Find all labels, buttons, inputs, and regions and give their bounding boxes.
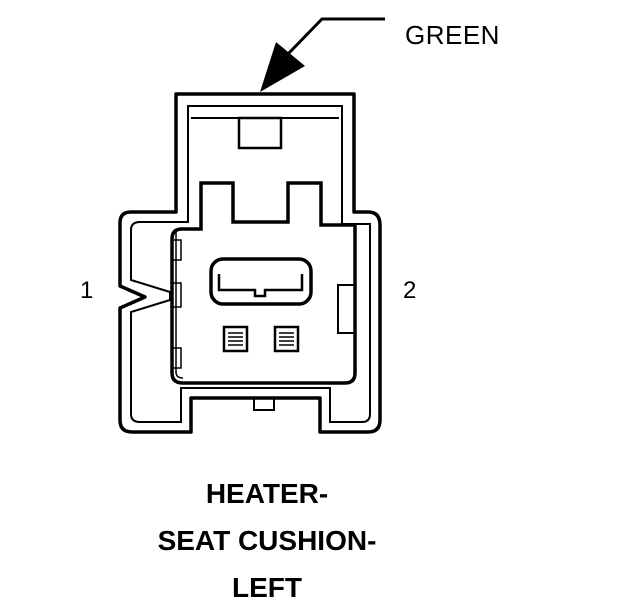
terminal-block xyxy=(170,181,357,385)
pin-number-2: 2 xyxy=(403,277,417,304)
title-line-1: HEATER- xyxy=(205,478,329,509)
pin1-side-tab xyxy=(171,282,182,308)
top-latch xyxy=(237,116,283,150)
bottom-key-tab xyxy=(253,397,275,411)
terminal-cavity-1 xyxy=(222,325,249,353)
title-line-2: SEAT CUSHION- xyxy=(157,525,377,556)
terminal-cavity-2 xyxy=(273,325,300,353)
pin2-side-tab xyxy=(337,284,356,334)
connector-housing-outer xyxy=(118,92,382,434)
color-callout-arrow xyxy=(260,17,385,92)
connector-housing-inner xyxy=(130,105,371,423)
title-line-3: LEFT xyxy=(232,572,302,603)
locking-slot xyxy=(209,257,313,306)
pin-number-1: 1 xyxy=(80,277,94,304)
wire-color-label: GREEN xyxy=(405,20,500,50)
connector-title: HEATER- SEAT CUSHION- LEFT xyxy=(112,470,422,611)
